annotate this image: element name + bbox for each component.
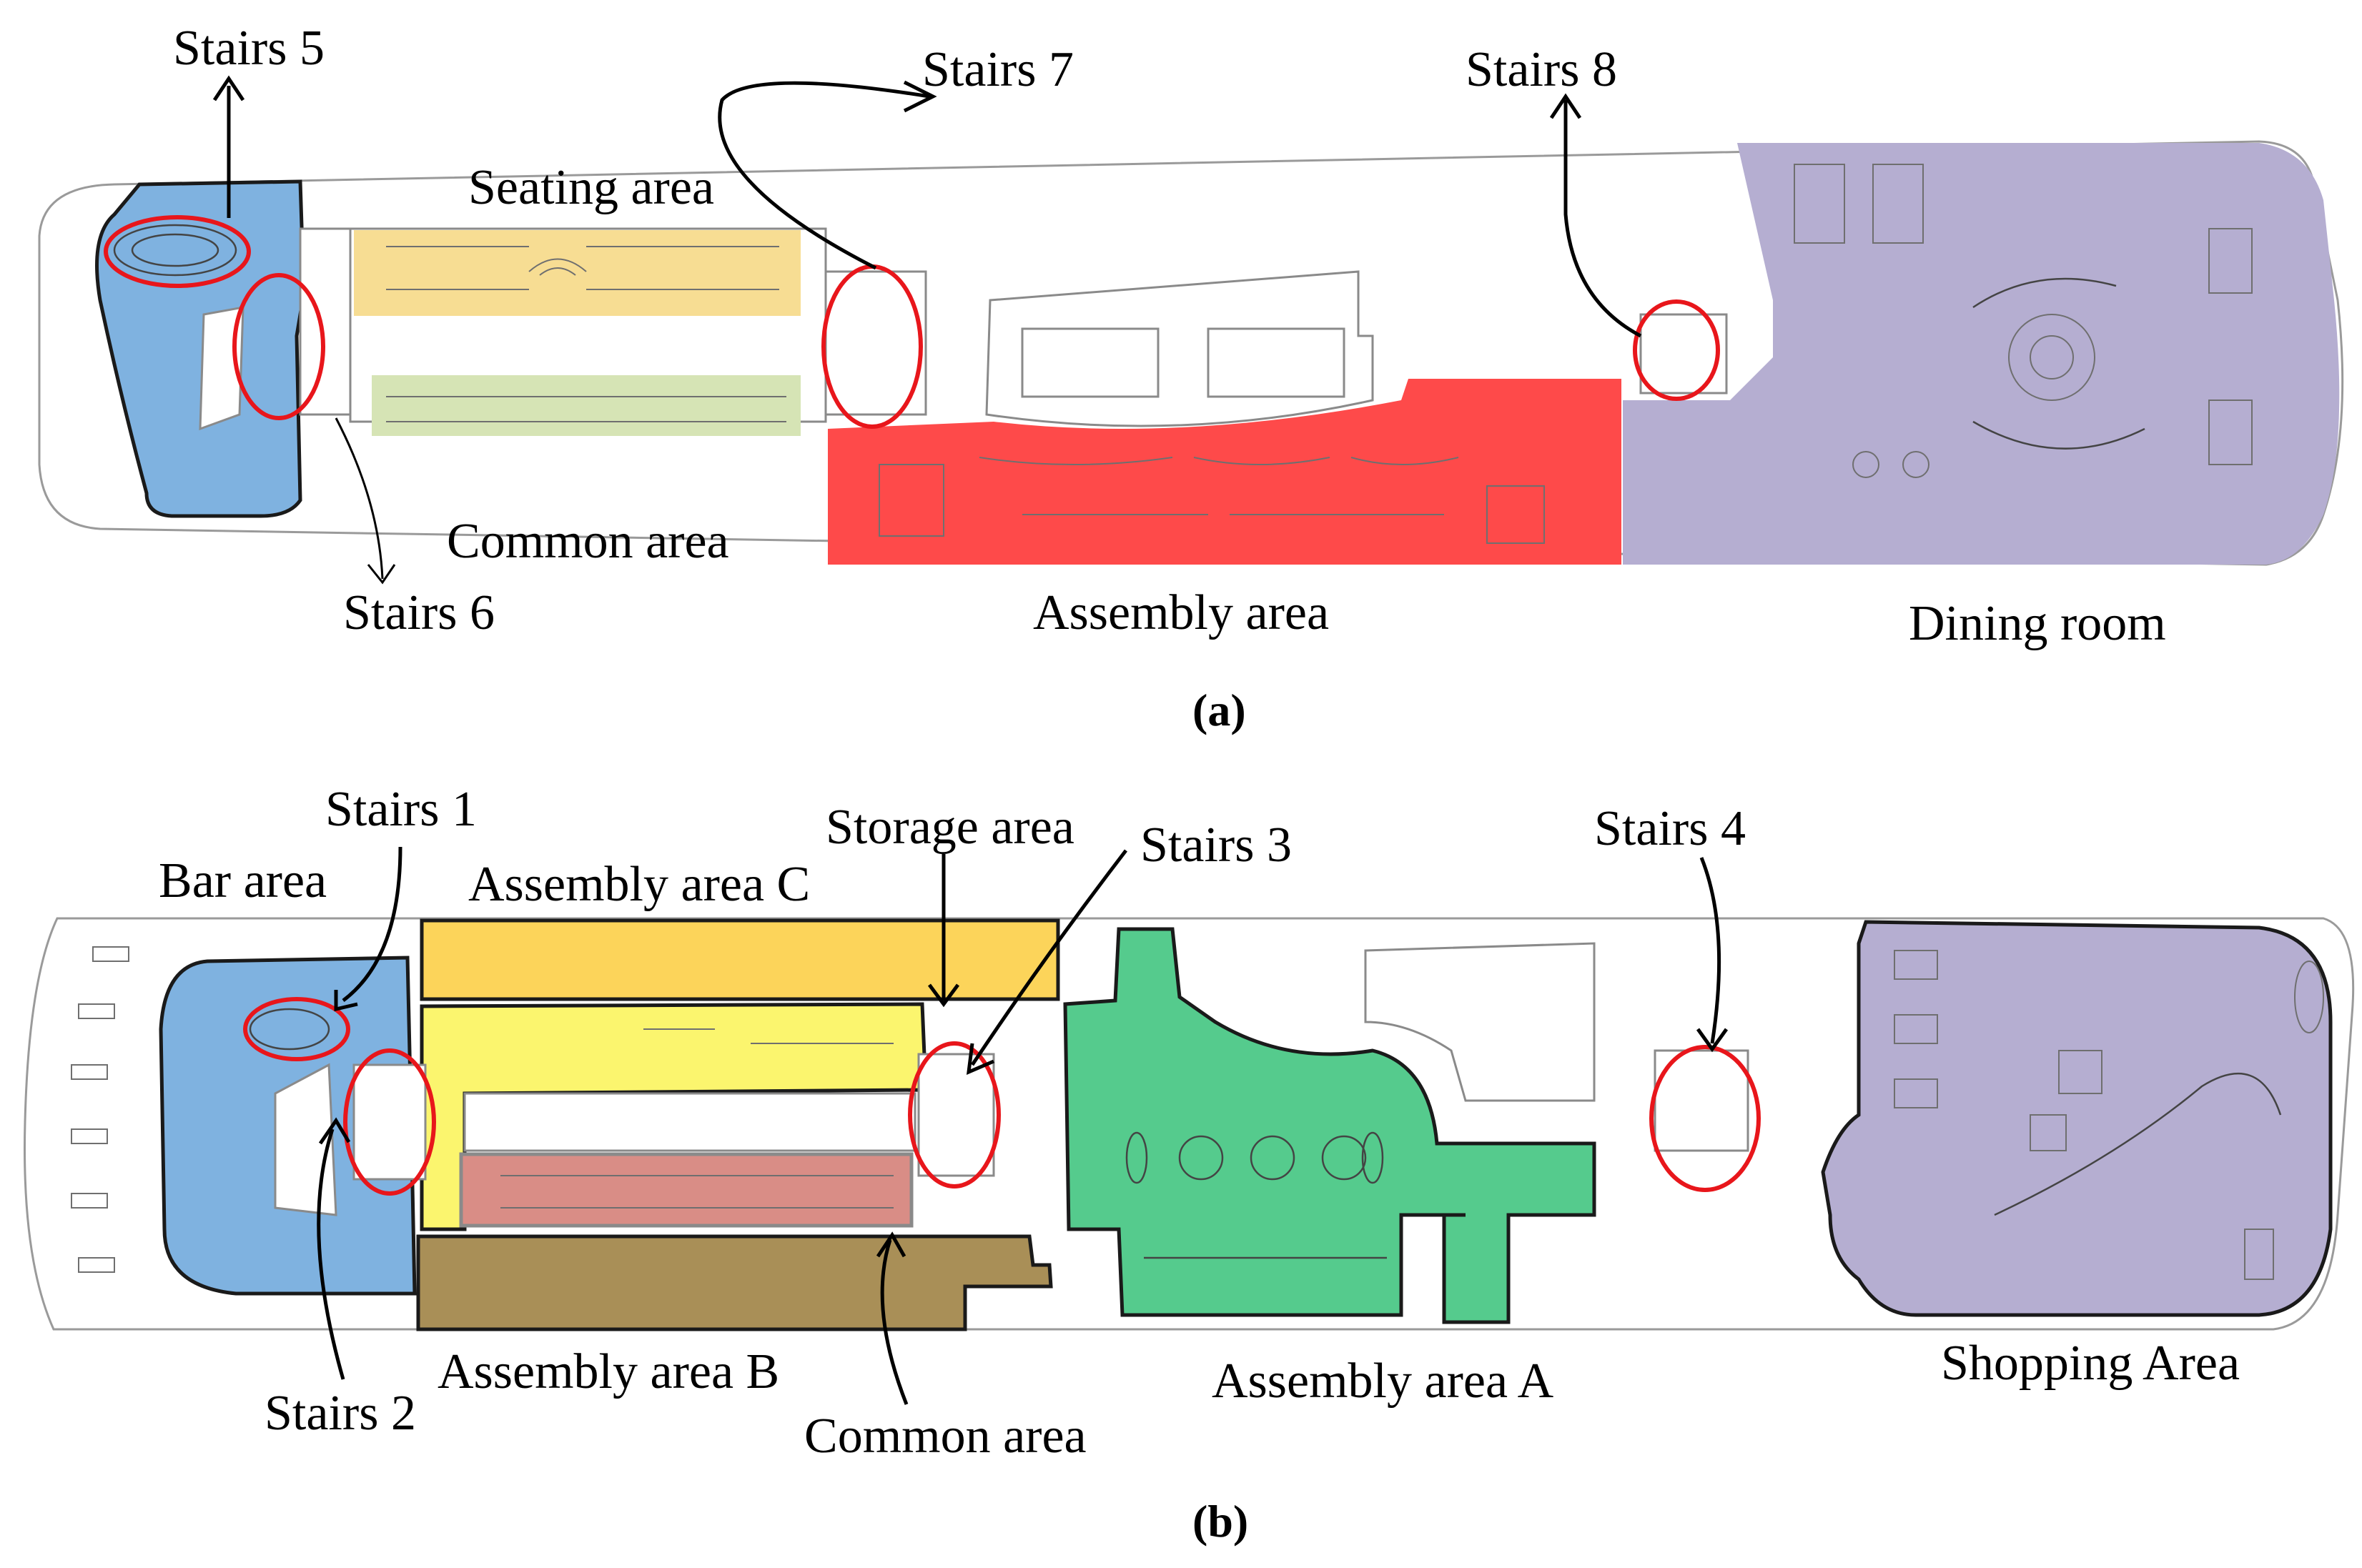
dining-furniture [1794, 164, 2253, 478]
stair8-arrow [1563, 100, 1642, 338]
zone-assembly-c [420, 918, 1060, 1001]
panel-b: Stairs 1 Bar area Assembly area C Storag… [24, 782, 2355, 1547]
caption-b: (b) [1192, 1496, 1248, 1547]
zone-assembly-a [828, 379, 1621, 565]
zone-assembly-b [416, 1234, 1053, 1331]
stair8-arrowhead [1549, 93, 1582, 119]
label-stairs-2: Stairs 2 [265, 1386, 416, 1441]
central-room-1 [1021, 327, 1160, 398]
stair4-block [1654, 1049, 1749, 1152]
label-storage-area: Storage area [826, 800, 1074, 855]
label-shopping-area: Shopping Area [1941, 1336, 2240, 1391]
stair3-arrow [970, 849, 1127, 1066]
label-dining-room: Dining room [1909, 596, 2166, 651]
label-stairs-6: Stairs 6 [343, 585, 495, 640]
stair5-furn-inner [131, 233, 219, 267]
stair2-block [352, 1063, 427, 1181]
label-assembly-area-b: Assembly area B [438, 1344, 779, 1399]
zone-bar-a [95, 179, 306, 518]
stair4-circle [1649, 1045, 1761, 1192]
stair5-furn [113, 224, 237, 277]
stair6-arrow [335, 417, 384, 580]
stair4-arrowhead [1696, 1028, 1729, 1053]
label-stairs-7: Stairs 7 [922, 42, 1074, 97]
stair3-block [917, 1053, 995, 1177]
label-common-area-b: Common area [804, 1409, 1087, 1464]
label-common-area-a: Common area [447, 514, 729, 569]
stair1-circle [243, 997, 350, 1061]
stair4-arrow [1699, 857, 1721, 1044]
stair2-circle [343, 1048, 436, 1196]
label-assembly-area-a: Assembly area [1033, 585, 1329, 640]
seating-furniture [386, 246, 779, 290]
label-stairs-3: Stairs 3 [1140, 818, 1292, 873]
stair6-arrowhead [367, 564, 396, 585]
panel-a: Stairs 5 Stairs 7 Stairs 8 Seating area … [38, 21, 2344, 735]
zone-common-a [372, 375, 801, 436]
zone-seating [354, 230, 801, 316]
stair1-furn [249, 1008, 330, 1051]
label-stairs-1: Stairs 1 [325, 782, 477, 837]
central-room-2 [1207, 327, 1345, 398]
assembly-furniture-a [879, 457, 1545, 544]
assembly-a-furniture [1125, 1131, 1387, 1259]
label-assembly-area-a-b: Assembly area A [1212, 1354, 1554, 1409]
shopping-furniture [1894, 950, 2324, 1280]
label-assembly-area-c: Assembly area C [468, 857, 810, 912]
stair1-arrowhead [334, 990, 358, 1012]
stair6-circle [232, 273, 325, 420]
zone-shopping [1821, 920, 2333, 1317]
stair3-arrowhead [966, 1043, 994, 1076]
stair1-arrow [342, 846, 402, 1002]
hull-outline-b [24, 917, 2355, 1331]
stair6-block [299, 227, 352, 416]
label-bar-area: Bar area [159, 853, 327, 908]
storage-arrowhead [927, 983, 960, 1008]
caption-a: (a) [1192, 685, 1246, 735]
stair8-circle [1633, 299, 1720, 401]
label-stairs-4: Stairs 4 [1594, 801, 1746, 856]
label-stairs-8: Stairs 8 [1466, 42, 1617, 97]
inner-wall-a [199, 306, 244, 431]
furniture-b [500, 1028, 894, 1209]
common-b-arrow [880, 1239, 909, 1405]
stair7-arrow [718, 81, 930, 270]
stair2-arrowhead [318, 1117, 351, 1145]
upper-block-b [1364, 942, 1596, 1102]
common-b-arrowhead [876, 1231, 906, 1258]
label-stairs-5: Stairs 5 [173, 21, 325, 76]
zone-common-b [459, 1152, 914, 1228]
stair3-circle [908, 1041, 1001, 1189]
stair7-arrowhead [903, 80, 937, 113]
common-furniture-a [386, 396, 786, 422]
stair2-arrow [317, 1128, 345, 1380]
stair5-circle [104, 215, 251, 288]
zone-dining [1623, 143, 2340, 565]
stair5-arrowhead [212, 75, 245, 101]
deck-markers-b [71, 946, 129, 1273]
zone-assembly-a-b [1063, 927, 1596, 1324]
label-seating-area: Seating area [468, 160, 714, 215]
corridor-b [463, 1092, 916, 1152]
